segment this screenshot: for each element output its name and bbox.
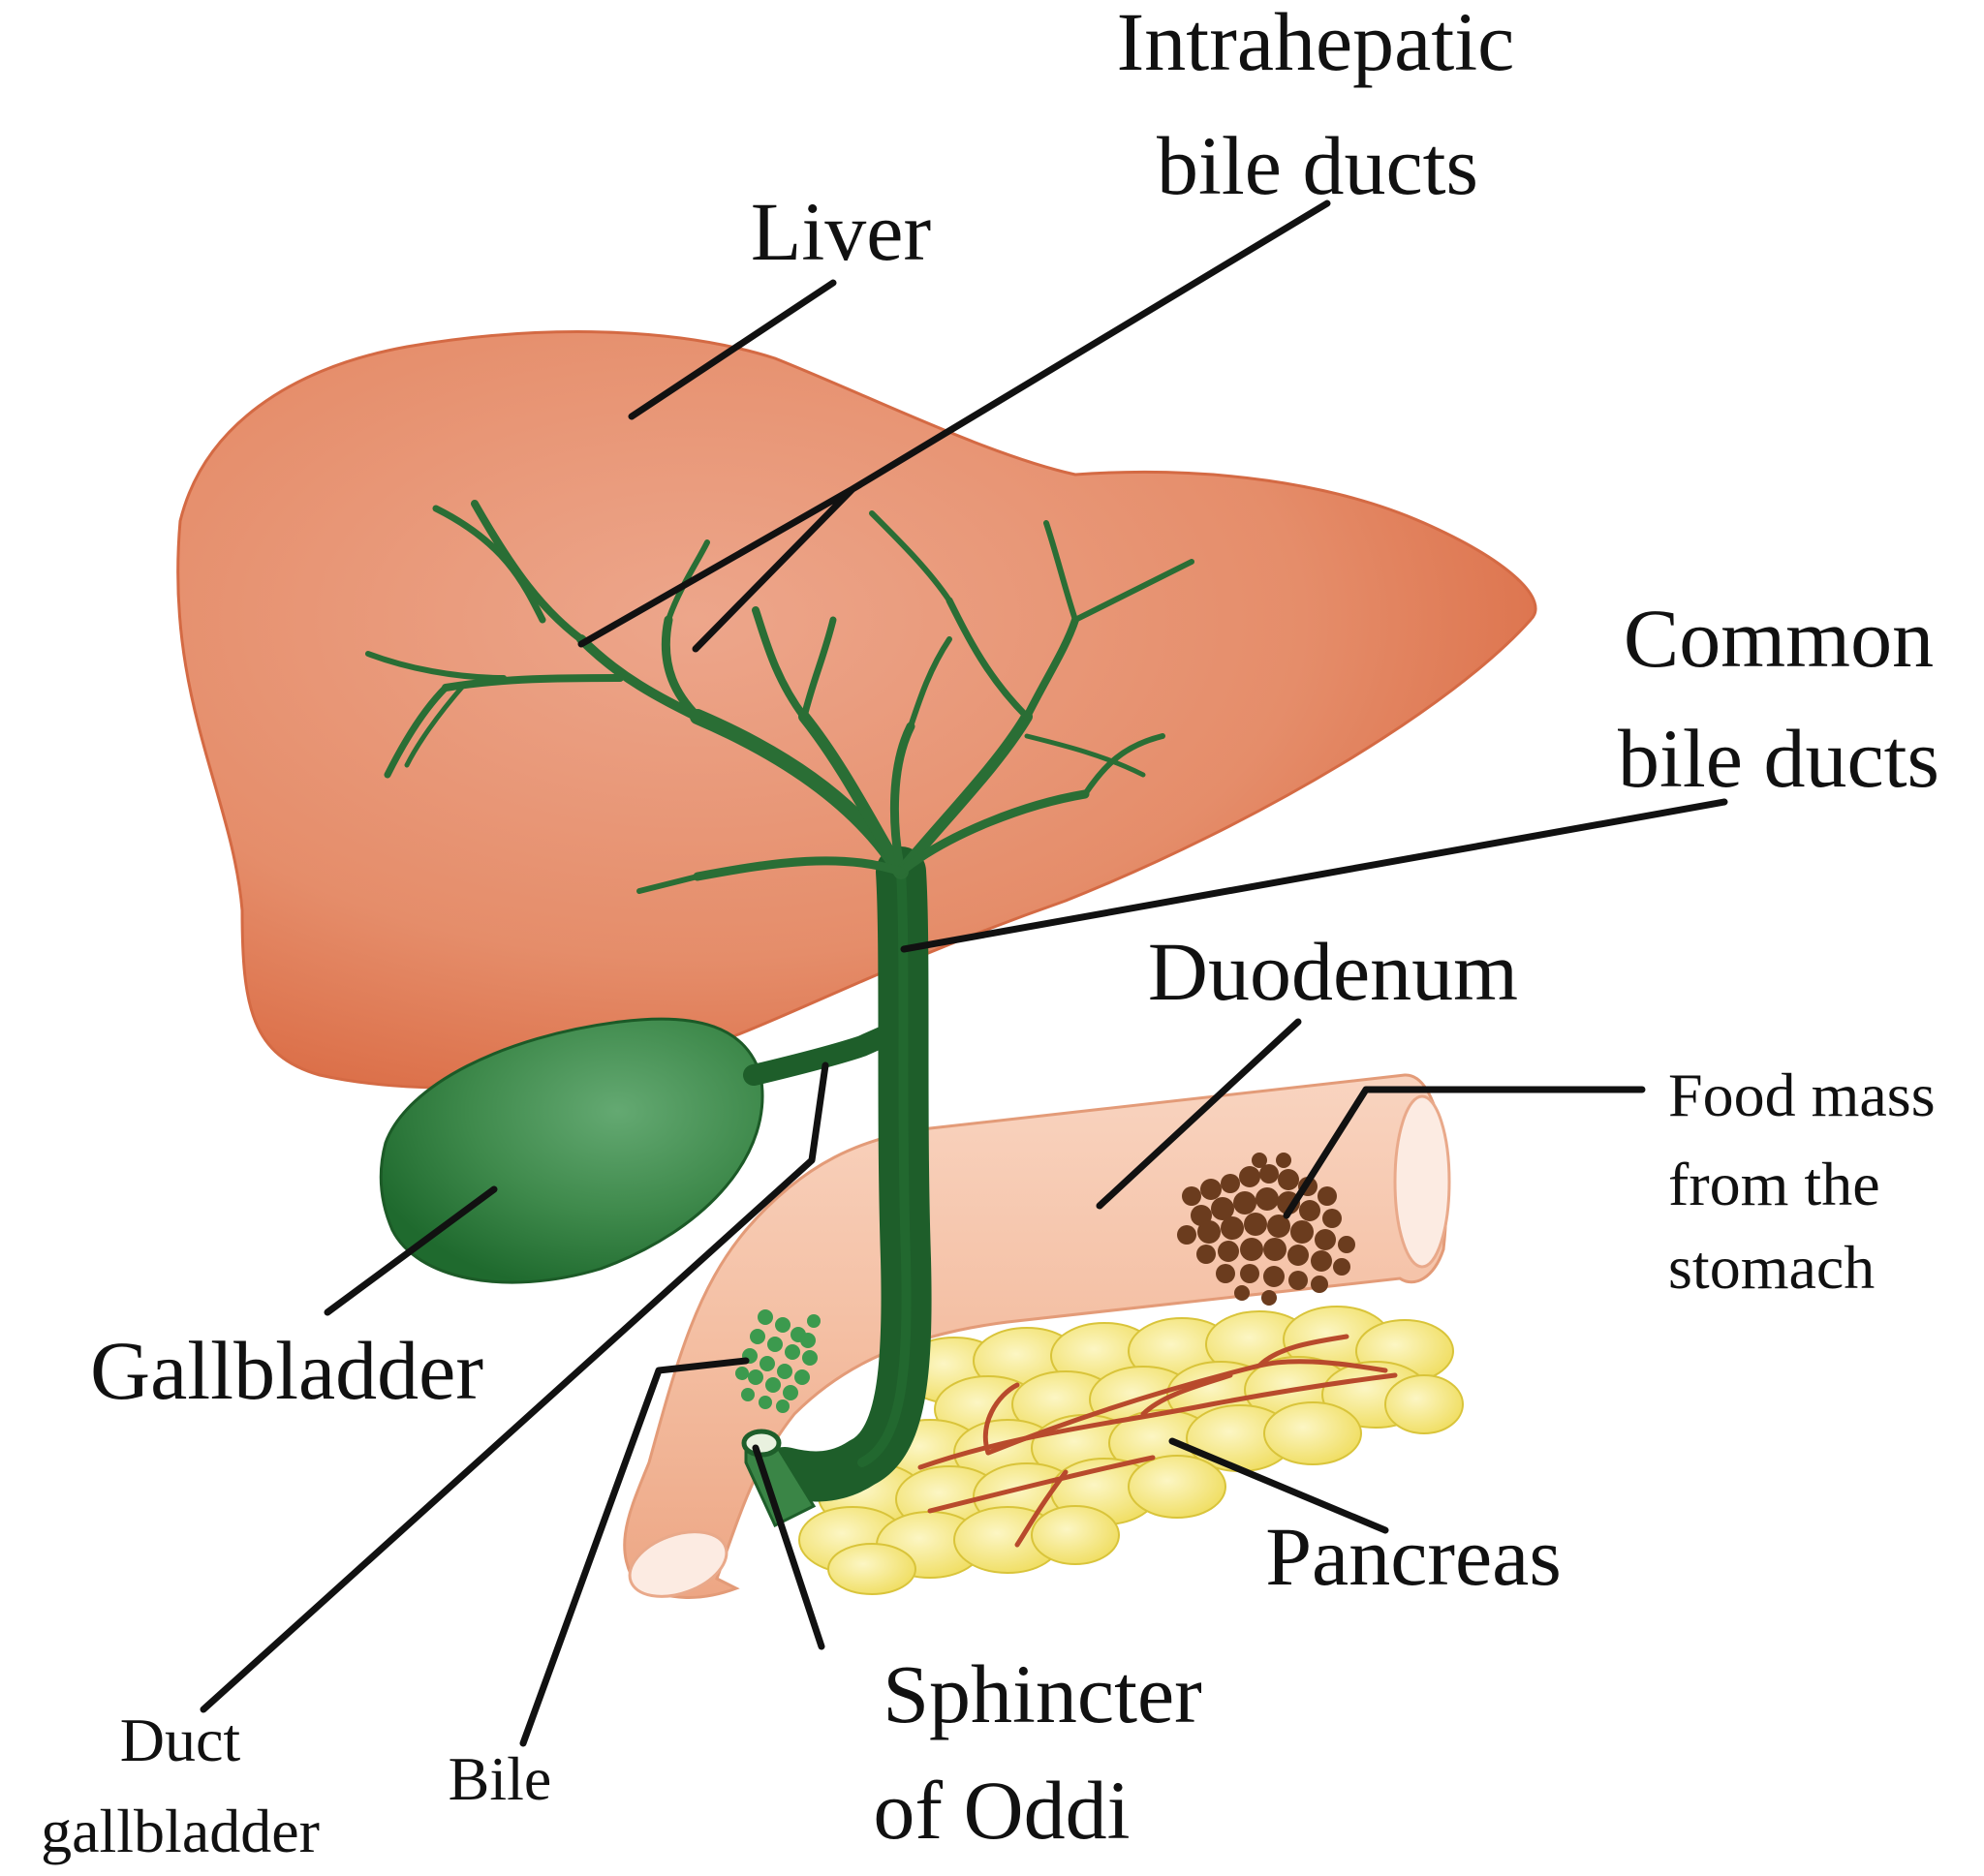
label-pancreas: Pancreas <box>1265 1510 1562 1603</box>
leader-pancreas <box>1168 1437 1389 1534</box>
leader-intrahepatic <box>577 200 1331 653</box>
liver <box>176 330 1537 1090</box>
label-sphincter-line1: Sphincter <box>883 1647 1202 1740</box>
leader-gallbladder <box>324 1185 498 1316</box>
duodenum-end-right <box>1393 1094 1451 1269</box>
label-duodenum: Duodenum <box>1148 925 1518 1018</box>
leader-sphincter <box>752 1444 825 1650</box>
leader-duodenum <box>1096 1018 1302 1210</box>
label-intrahepatic-line1: Intrahepatic <box>1117 0 1515 88</box>
leader-food <box>1283 1086 1646 1219</box>
label-food-line2: from the <box>1668 1150 1880 1218</box>
leader-common <box>900 798 1728 953</box>
pancreatic-vessels <box>917 1334 1398 1548</box>
bile-dots <box>735 1309 821 1413</box>
duodenum-end-left <box>628 1530 728 1598</box>
label-bile: Bile <box>449 1744 552 1813</box>
label-sphincter-line2: of Oddi <box>873 1764 1130 1857</box>
label-liver: Liver <box>751 185 931 278</box>
leader-lines <box>200 200 1728 1747</box>
bile-duct-system <box>365 500 1194 1528</box>
leader-bile <box>519 1357 750 1747</box>
label-intrahepatic-line2: bile ducts <box>1157 119 1478 212</box>
leader-duct <box>200 1061 829 1713</box>
label-duct-line2: gallbladder <box>41 1797 320 1865</box>
label-gallbladder: Gallbladder <box>90 1324 483 1417</box>
label-food-line3: stomach <box>1668 1233 1875 1302</box>
gallbladder <box>379 1017 764 1284</box>
label-common-line1: Common <box>1624 592 1934 685</box>
leader-liver <box>628 279 837 420</box>
sphincter-opening <box>741 1429 782 1458</box>
label-duct-line1: Duct <box>120 1706 241 1774</box>
food-mass <box>1177 1153 1355 1306</box>
label-food-line1: Food mass <box>1668 1061 1936 1129</box>
label-common-line2: bile ducts <box>1618 712 1939 805</box>
